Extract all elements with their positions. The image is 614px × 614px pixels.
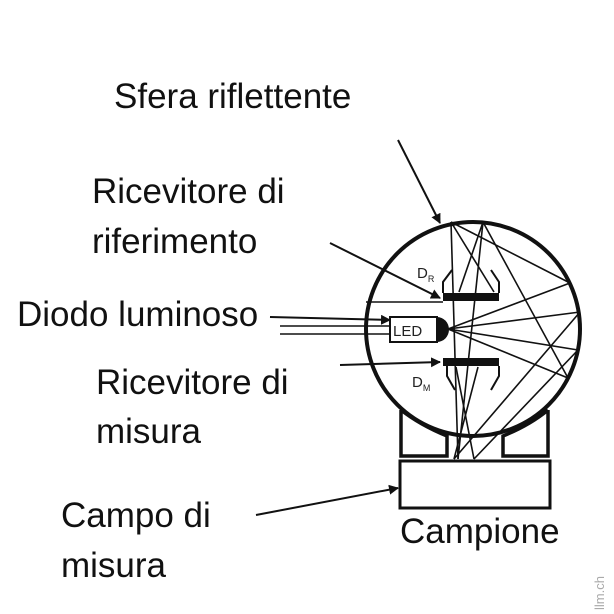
light-rays bbox=[366, 221, 581, 460]
dm-label: DM bbox=[412, 374, 430, 393]
label-measure-field-1: Campo di bbox=[61, 496, 211, 535]
led-text: LED bbox=[393, 323, 422, 340]
label-measure-receiver-1: Ricevitore di bbox=[96, 363, 289, 402]
dr-label: DR bbox=[417, 265, 435, 284]
sample-box bbox=[398, 459, 552, 510]
label-sphere: Sfera riflettente bbox=[114, 77, 351, 116]
reference-detector bbox=[443, 293, 499, 301]
pointer-arrows bbox=[255, 139, 441, 516]
measure-detector bbox=[443, 358, 499, 366]
led-lens bbox=[437, 317, 449, 342]
right-foot bbox=[501, 408, 550, 458]
label-sample: Campione bbox=[400, 512, 560, 551]
label-led-diode: Diodo luminoso bbox=[17, 295, 258, 334]
label-reference-receiver-2: riferimento bbox=[92, 222, 257, 261]
label-measure-receiver-2: misura bbox=[96, 412, 202, 451]
label-measure-field-2: misura bbox=[61, 546, 167, 585]
label-reference-receiver-1: Ricevitore di bbox=[92, 172, 285, 211]
watermark: llm.ch bbox=[592, 576, 607, 610]
